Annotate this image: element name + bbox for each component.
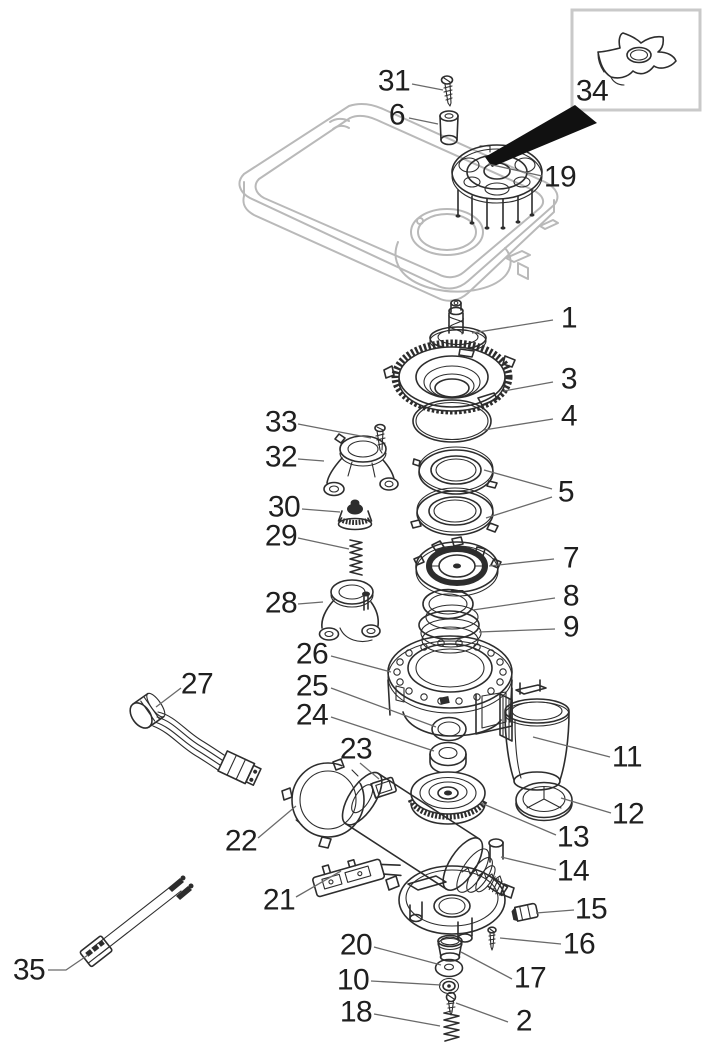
inset-pointer-arrow <box>485 105 597 167</box>
leader-line-16 <box>499 937 562 945</box>
part-30-art <box>337 499 373 531</box>
leader-line-23 <box>359 762 380 780</box>
inset-box <box>570 8 702 112</box>
part-20-art <box>434 958 464 978</box>
part-4-art <box>412 399 492 443</box>
leader-line-26 <box>330 655 392 673</box>
leader-line-2 <box>455 1002 509 1023</box>
base-tray-art <box>238 102 559 302</box>
leader-line-28 <box>297 601 324 605</box>
leader-line-4 <box>483 418 554 431</box>
leader-line-25 <box>330 687 437 728</box>
part-7-art <box>413 536 502 597</box>
part-27-art <box>129 692 262 786</box>
part-5-art <box>410 446 499 536</box>
part-13-art <box>407 771 489 825</box>
leader-line-12 <box>560 797 612 814</box>
leader-line-31 <box>411 83 444 91</box>
part-32-art <box>323 433 399 497</box>
part-29-art <box>349 539 363 576</box>
leader-line-30 <box>301 508 341 513</box>
part-23-art <box>370 776 397 799</box>
part-34-art <box>597 32 677 86</box>
leader-line-10 <box>370 980 442 986</box>
leader-line-3 <box>503 381 554 392</box>
leader-line-21 <box>295 870 342 898</box>
part-8-art <box>422 588 474 620</box>
leader-line-35 <box>48 954 89 971</box>
leader-line-27 <box>155 687 182 708</box>
leader-line-8 <box>472 597 556 611</box>
part-26-art <box>387 635 513 737</box>
leader-line-11 <box>532 736 611 758</box>
part-17-art <box>437 934 463 962</box>
part-31-art <box>440 75 454 107</box>
leader-line-6 <box>408 117 439 125</box>
leader-line-18 <box>373 1013 441 1027</box>
leader-lines <box>48 83 612 1027</box>
part-21-art <box>312 858 402 898</box>
part-2-art <box>445 991 457 1016</box>
leader-line-33 <box>297 423 372 439</box>
part-11-art <box>499 679 570 791</box>
leader-line-13 <box>480 802 557 836</box>
part-22-art <box>281 753 375 849</box>
leader-line-32 <box>297 458 325 462</box>
leader-line-14 <box>500 856 557 871</box>
part-6-art <box>439 110 459 146</box>
part-15-art <box>511 902 539 922</box>
leader-line-5 <box>483 469 553 490</box>
leader-line-7 <box>488 558 555 567</box>
leader-line-24 <box>330 716 435 752</box>
part-35-art <box>79 875 194 968</box>
part-33-art <box>374 423 386 454</box>
leader-line-1 <box>471 319 554 334</box>
part-16-art <box>487 926 497 951</box>
part-24-art <box>429 741 467 775</box>
leader-line-5 <box>485 496 553 519</box>
leader-line-19 <box>487 163 543 177</box>
part-3-art <box>383 339 516 415</box>
leader-line-15 <box>535 909 575 914</box>
leader-line-17 <box>460 951 513 980</box>
part-28-art <box>318 579 381 643</box>
part-25-art <box>431 716 467 742</box>
part-9-art <box>418 604 482 654</box>
part-12-art <box>515 781 573 822</box>
part-10-art <box>438 977 460 995</box>
leader-line-20 <box>373 946 442 966</box>
leader-line-22 <box>257 805 297 839</box>
leader-line-9 <box>478 628 556 633</box>
part-18-art <box>443 1010 460 1042</box>
leader-line-29 <box>297 537 350 550</box>
